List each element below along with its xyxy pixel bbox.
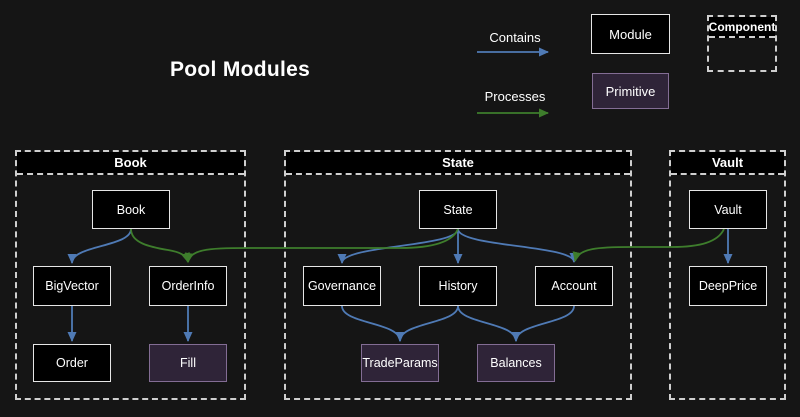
legend-module-box: Module bbox=[591, 14, 670, 54]
node-book: Book bbox=[92, 190, 170, 229]
container-vault-title: Vault bbox=[671, 152, 784, 175]
container-book: Book bbox=[15, 150, 246, 400]
node-balances: Balances bbox=[477, 344, 555, 382]
node-deepprice: DeepPrice bbox=[689, 266, 767, 306]
node-vault: Vault bbox=[689, 190, 767, 229]
container-state-title: State bbox=[286, 152, 630, 175]
page-title: Pool Modules bbox=[170, 58, 311, 81]
node-governance: Governance bbox=[303, 266, 381, 306]
container-vault: Vault bbox=[669, 150, 786, 400]
node-tradeparams: TradeParams bbox=[361, 344, 439, 382]
legend-component-box: Component bbox=[707, 15, 777, 72]
node-fill: Fill bbox=[149, 344, 227, 382]
legend-contains-label: Contains bbox=[489, 30, 541, 45]
legend-processes-label: Processes bbox=[484, 89, 546, 104]
legend-component-label: Component bbox=[709, 17, 775, 38]
node-bigvector: BigVector bbox=[33, 266, 111, 306]
node-state: State bbox=[419, 190, 497, 229]
node-history: History bbox=[419, 266, 497, 306]
node-order: Order bbox=[33, 344, 111, 382]
legend-primitive-box: Primitive bbox=[592, 73, 669, 109]
container-state: State bbox=[284, 150, 632, 400]
node-account: Account bbox=[535, 266, 613, 306]
node-orderinfo: OrderInfo bbox=[149, 266, 227, 306]
container-book-title: Book bbox=[17, 152, 244, 175]
